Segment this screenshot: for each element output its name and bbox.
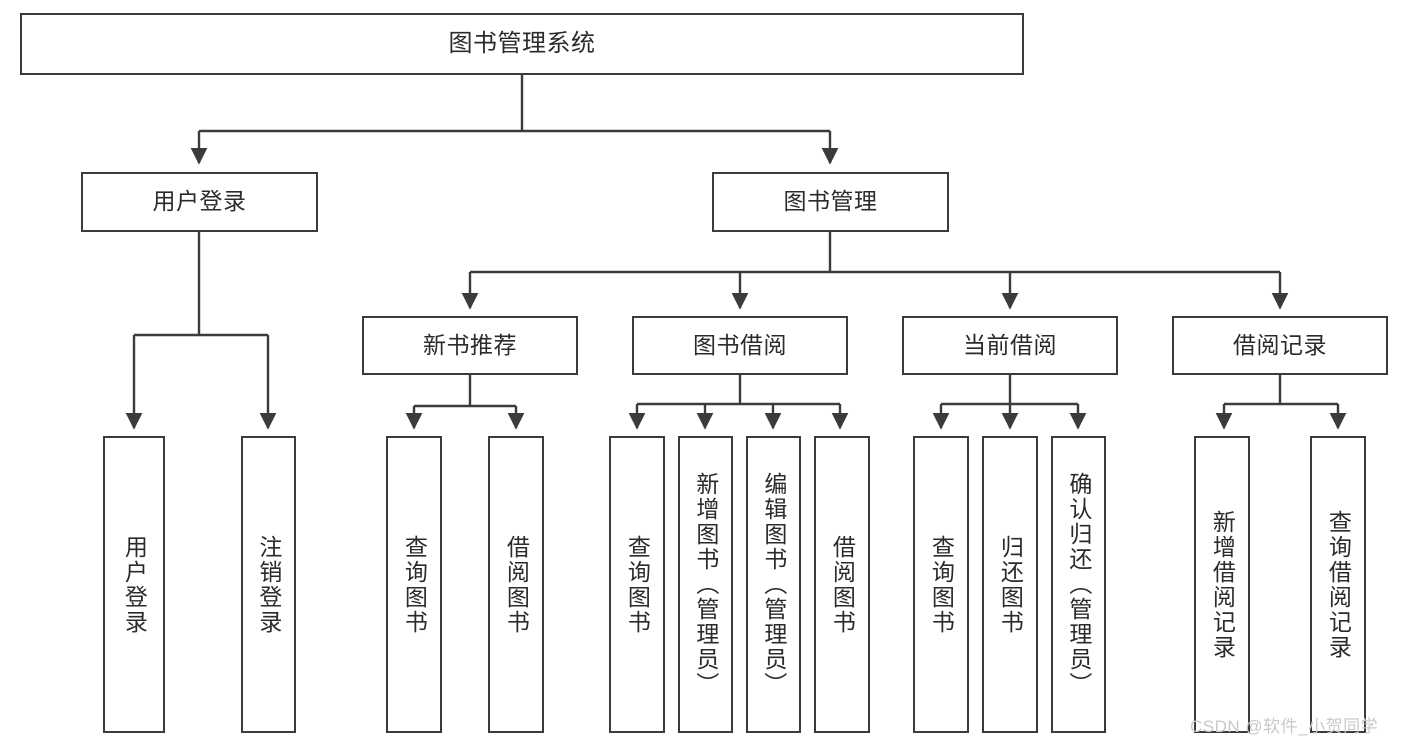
node-root-book-management-system[interactable]: 图书管理系统 [20, 13, 1024, 75]
node-label: 注销登录 [255, 534, 282, 635]
node-leaf-query-book-recommend[interactable]: 查询图书 [386, 436, 442, 733]
node-leaf-borrow-book[interactable]: 借阅图书 [814, 436, 870, 733]
node-current-borrow[interactable]: 当前借阅 [902, 316, 1118, 375]
node-book-borrow[interactable]: 图书借阅 [632, 316, 848, 375]
node-borrow-record[interactable]: 借阅记录 [1172, 316, 1388, 375]
node-leaf-user-login[interactable]: 用户登录 [103, 436, 165, 733]
node-label: 用户登录 [121, 534, 148, 635]
node-label: 查询图书 [401, 534, 428, 635]
node-label: 图书借阅 [693, 331, 787, 358]
node-label: 查询图书 [928, 534, 955, 635]
node-label: 图书管理系统 [448, 29, 596, 57]
node-label: 编辑图书（管理员） [760, 472, 787, 697]
node-label: 借阅记录 [1233, 331, 1327, 358]
node-leaf-return-book[interactable]: 归还图书 [982, 436, 1038, 733]
node-leaf-confirm-return[interactable]: 确认归还（管理员） [1051, 436, 1106, 733]
node-label: 查询图书 [624, 534, 651, 635]
node-label: 查询借阅记录 [1325, 509, 1352, 660]
node-leaf-edit-book[interactable]: 编辑图书（管理员） [746, 436, 801, 733]
node-new-book-recommend[interactable]: 新书推荐 [362, 316, 578, 375]
node-label: 新增图书（管理员） [692, 472, 719, 697]
node-leaf-add-borrow-record[interactable]: 新增借阅记录 [1194, 436, 1250, 733]
node-label: 新增借阅记录 [1209, 509, 1236, 660]
node-book-management[interactable]: 图书管理 [712, 172, 949, 232]
node-label: 图书管理 [783, 188, 878, 215]
node-label: 当前借阅 [963, 331, 1057, 358]
csdn-watermark: CSDN @软件_小贺同学 [1190, 717, 1379, 736]
node-label: 用户登录 [152, 188, 247, 215]
node-leaf-query-book-current[interactable]: 查询图书 [913, 436, 969, 733]
node-leaf-borrow-book-recommend[interactable]: 借阅图书 [488, 436, 544, 733]
node-label: 新书推荐 [423, 331, 517, 358]
node-label: 确认归还（管理员） [1065, 472, 1092, 697]
node-label: 归还图书 [997, 534, 1024, 635]
node-user-login[interactable]: 用户登录 [81, 172, 318, 232]
node-leaf-logout-login[interactable]: 注销登录 [241, 436, 296, 733]
node-leaf-add-book[interactable]: 新增图书（管理员） [678, 436, 733, 733]
node-leaf-query-borrow-record[interactable]: 查询借阅记录 [1310, 436, 1366, 733]
node-label: 借阅图书 [503, 534, 530, 635]
node-label: 借阅图书 [829, 534, 856, 635]
node-leaf-query-book-borrow[interactable]: 查询图书 [609, 436, 665, 733]
